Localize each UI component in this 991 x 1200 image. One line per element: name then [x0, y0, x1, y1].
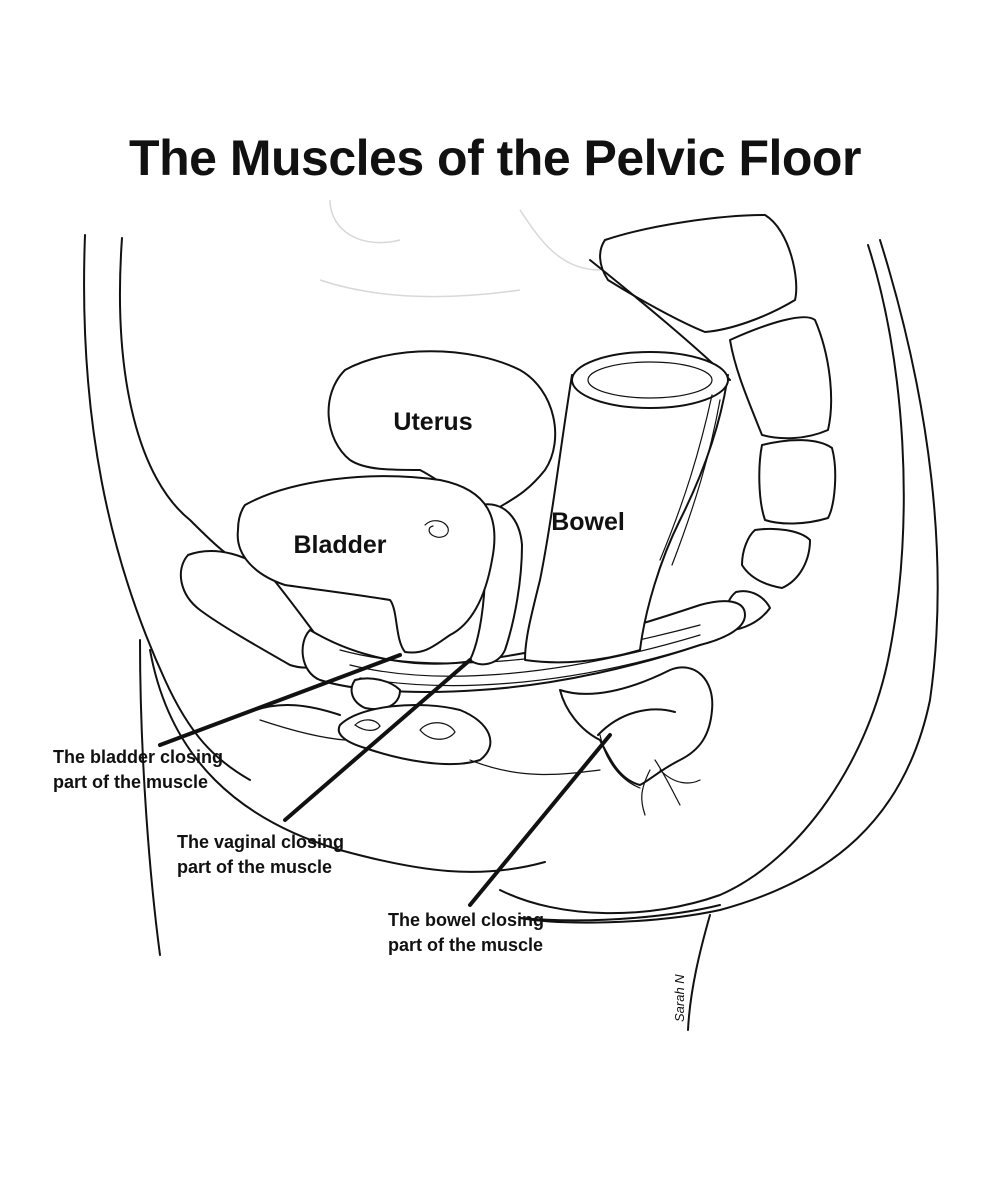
artist-signature: Sarah N	[672, 974, 687, 1022]
bladder-caption-line-1: The bladder closing	[53, 747, 223, 767]
bowel-label: Bowel	[551, 508, 625, 536]
bowel-shape	[524, 351, 729, 664]
bladder-caption-line-2: part of the muscle	[53, 772, 208, 792]
bladder-shape	[236, 475, 496, 654]
spine-vertebrae	[589, 214, 837, 631]
bladder-muscle-caption: The bladder closing part of the muscle	[53, 747, 228, 792]
perineum	[249, 677, 601, 776]
body-outline	[83, 234, 939, 1031]
bowel-caption-line-1: The bowel closing	[388, 910, 544, 930]
anal-canal	[559, 666, 714, 816]
vaginal-caption-line-1: The vaginal closing	[177, 832, 344, 852]
uterus-label: Uterus	[393, 408, 472, 436]
bladder-label: Bladder	[293, 531, 386, 559]
leader-lines	[158, 653, 612, 907]
uterus-shape	[327, 350, 557, 511]
diagram-title: The Muscles of the Pelvic Floor	[129, 130, 861, 186]
bowel-muscle-caption: The bowel closing part of the muscle	[388, 910, 549, 955]
vaginal-muscle-caption: The vaginal closing part of the muscle	[177, 832, 349, 877]
bowel-caption-line-2: part of the muscle	[388, 935, 543, 955]
bladder-opening-mark	[424, 520, 449, 538]
vaginal-caption-line-2: part of the muscle	[177, 857, 332, 877]
background-bleed-marks	[319, 199, 601, 298]
